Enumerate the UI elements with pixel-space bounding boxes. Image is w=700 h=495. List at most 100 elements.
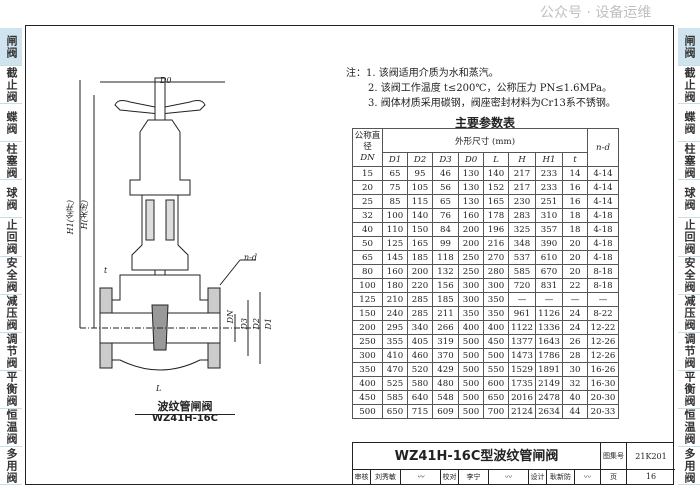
- table-cell: 1473: [508, 348, 536, 363]
- tab-8[interactable]: 调节阀: [0, 333, 22, 371]
- tab-11[interactable]: 多用阀: [0, 447, 22, 486]
- table-cell: 200: [352, 320, 383, 335]
- table-cell: 1643: [535, 334, 563, 349]
- table-cell: —: [535, 292, 563, 307]
- drawing-model: WZ41H-16C: [152, 413, 218, 424]
- table-cell: 95: [407, 166, 433, 181]
- tab-0[interactable]: 闸阀: [678, 28, 700, 67]
- table-cell: 115: [407, 194, 433, 209]
- tab-6[interactable]: 安全阀: [0, 257, 22, 295]
- table-cell: 217: [508, 180, 536, 195]
- table-cell: 14: [562, 166, 588, 181]
- table-cell: 350: [352, 362, 383, 377]
- table-cell: 178: [483, 208, 509, 223]
- tab-6[interactable]: 安全阀: [678, 257, 700, 295]
- table-cell: 200: [458, 222, 484, 237]
- table-cell: 355: [382, 334, 408, 349]
- dim-label-h1: H1(全开): [66, 200, 75, 235]
- table-cell: 99: [432, 236, 459, 251]
- table-cell: 500: [458, 362, 484, 377]
- table-cell: 283: [508, 208, 536, 223]
- table-cell: 150: [352, 306, 383, 321]
- table-cell: 130: [458, 194, 484, 209]
- tab-2[interactable]: 蝶阀: [678, 104, 700, 143]
- column-header: D3: [432, 152, 459, 167]
- bellows-housing: [131, 194, 189, 271]
- tab-10[interactable]: 恒温阀: [678, 409, 700, 448]
- tab-3[interactable]: 柱塞阀: [678, 142, 700, 181]
- check-label: 校对: [441, 470, 459, 484]
- checker-signature: 〰: [489, 470, 529, 484]
- tab-5[interactable]: 止回阀: [0, 218, 22, 257]
- table-cell: 16-26: [587, 362, 619, 377]
- designer-signature: 〰: [575, 470, 601, 484]
- table-cell: 100: [382, 208, 408, 223]
- table-cell: 125: [382, 236, 408, 251]
- dim-label-t: t: [104, 266, 108, 275]
- tab-3[interactable]: 柱塞阀: [0, 142, 22, 181]
- table-cell: 2149: [535, 376, 563, 391]
- tab-11[interactable]: 多用阀: [678, 447, 700, 486]
- table-cell: 300: [483, 278, 509, 293]
- tab-10[interactable]: 恒温阀: [0, 409, 22, 448]
- table-cell: 2634: [535, 404, 563, 419]
- reviewer-name: 刘秀敏: [371, 470, 401, 484]
- table-cell: 22: [562, 278, 588, 293]
- table-cell: 610: [535, 250, 563, 265]
- note-3: 3. 阀体材质采用碳钢，阀座密封材料为Cr13系不锈钢。: [368, 98, 616, 109]
- column-header: D0: [458, 152, 484, 167]
- table-cell: 429: [432, 362, 459, 377]
- table-cell: 130: [458, 166, 484, 181]
- table-cell: 280: [483, 264, 509, 279]
- dim-label-d1: D1: [264, 318, 273, 330]
- tab-7[interactable]: 减压阀: [0, 295, 22, 333]
- tab-9[interactable]: 平衡阀: [0, 371, 22, 409]
- table-cell: 32: [562, 376, 588, 391]
- table-cell: 8-18: [587, 278, 619, 293]
- table-cell: 12-26: [587, 348, 619, 363]
- table-cell: 4-14: [587, 194, 619, 209]
- table-cell: 118: [432, 250, 459, 265]
- table-cell: 20-33: [587, 404, 619, 419]
- table-cell: 84: [432, 222, 459, 237]
- bellows-left: [145, 199, 155, 241]
- table-cell: 715: [407, 404, 433, 419]
- tab-7[interactable]: 减压阀: [678, 295, 700, 333]
- column-header: D1: [382, 152, 408, 167]
- table-cell: 310: [535, 208, 563, 223]
- table-cell: 348: [508, 236, 536, 251]
- table-cell: 16: [562, 194, 588, 209]
- table-cell: 220: [407, 278, 433, 293]
- table-cell: 132: [432, 264, 459, 279]
- table-cell: 500: [352, 404, 383, 419]
- table-cell: 200: [458, 236, 484, 251]
- table-cell: 650: [483, 390, 509, 405]
- table-cell: 537: [508, 250, 536, 265]
- tab-0[interactable]: 闸阀: [0, 28, 22, 67]
- table-cell: 4-14: [587, 180, 619, 195]
- drawing-frame: [25, 25, 674, 485]
- dim-label-d3: D3: [240, 318, 249, 330]
- left-category-tabs: 闸阀截止阀蝶阀柱塞阀球阀止回阀安全阀减压阀调节阀平衡阀恒温阀多用阀: [0, 28, 22, 486]
- tab-5[interactable]: 止回阀: [678, 218, 700, 257]
- tab-1[interactable]: 截止阀: [0, 66, 22, 105]
- table-cell: 50: [352, 236, 383, 251]
- table-cell: 1377: [508, 334, 536, 349]
- tab-8[interactable]: 调节阀: [678, 333, 700, 371]
- nd-header: n-d: [587, 128, 619, 167]
- tab-2[interactable]: 蝶阀: [0, 104, 22, 143]
- tab-1[interactable]: 截止阀: [678, 66, 700, 105]
- table-cell: 26: [562, 334, 588, 349]
- table-cell: 8-22: [587, 306, 619, 321]
- note-2: 2. 该阀工作温度 t≤200℃，公称压力 PN≤1.6MPa。: [368, 83, 612, 94]
- table-cell: 156: [432, 278, 459, 293]
- tab-9[interactable]: 平衡阀: [678, 371, 700, 409]
- tab-4[interactable]: 球阀: [0, 180, 22, 219]
- table-cell: 251: [535, 194, 563, 209]
- tab-4[interactable]: 球阀: [678, 180, 700, 219]
- table-cell: 40: [562, 390, 588, 405]
